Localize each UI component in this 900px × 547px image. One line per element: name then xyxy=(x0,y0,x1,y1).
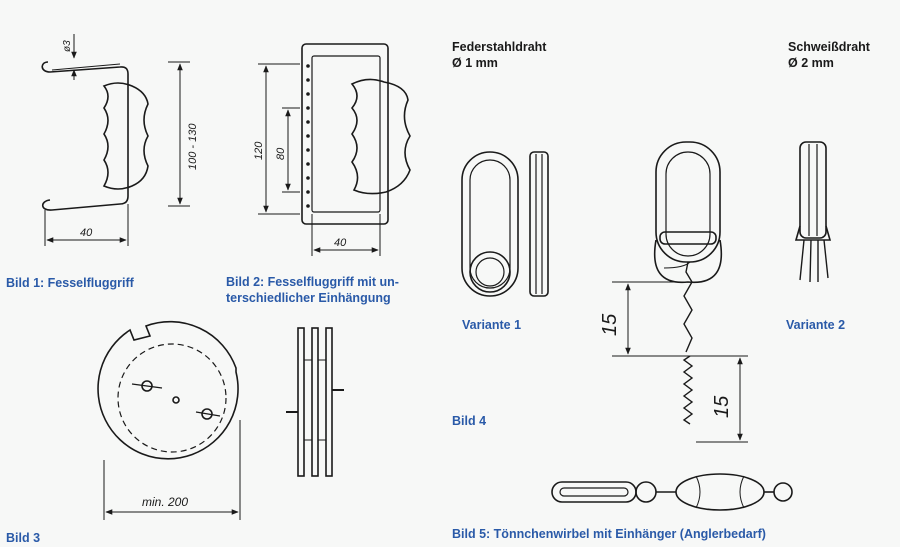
fig1-dim-width: 40 xyxy=(80,227,93,239)
caption-variante2: Variante 2 xyxy=(786,318,846,332)
fig4-swivel-drawing xyxy=(612,141,748,443)
spring-steel-wire-label: Federstahldraht xyxy=(452,40,547,54)
fig4-variante1-drawing xyxy=(461,151,549,297)
fig3-dim-diameter: min. 200 xyxy=(142,495,188,509)
fig2-dim-width: 40 xyxy=(334,237,347,249)
caption-bild3: Bild 3 xyxy=(6,531,41,545)
fig1-dim-height: 100 - 130 xyxy=(187,123,199,170)
fig1-dim-diameter: ø3 xyxy=(62,40,73,52)
welding-wire-diameter: Ø 2 mm xyxy=(788,56,834,70)
fig2-dim-outer: 120 xyxy=(253,141,265,160)
caption-bild5: Bild 5: Tönnchenwirbel mit Einhänger (An… xyxy=(452,527,766,541)
caption-variante1: Variante 1 xyxy=(462,318,522,332)
caption-bild2-line1: Bild 2: Fesselfluggriff mit un- xyxy=(226,275,399,289)
fig4-dim-lower: 15 xyxy=(711,395,733,418)
caption-bild2-line2: terschiedlicher Einhängung xyxy=(226,291,391,305)
fig4-dim-upper: 15 xyxy=(599,313,621,336)
fig2-handle-drawing xyxy=(258,43,411,256)
fig2-dim-inner: 80 xyxy=(275,147,287,160)
fig4-variante2-drawing xyxy=(794,141,832,283)
welding-wire-label: Schweißdraht xyxy=(788,40,870,54)
caption-bild1: Bild 1: Fesselfluggriff xyxy=(6,276,134,290)
caption-bild4: Bild 4 xyxy=(452,414,487,428)
spring-steel-diameter: Ø 1 mm xyxy=(452,56,498,70)
fig1-handle-drawing xyxy=(41,34,190,246)
fig5-barrel-swivel-drawing xyxy=(551,473,793,511)
fig3-reel-drawing xyxy=(97,320,344,520)
